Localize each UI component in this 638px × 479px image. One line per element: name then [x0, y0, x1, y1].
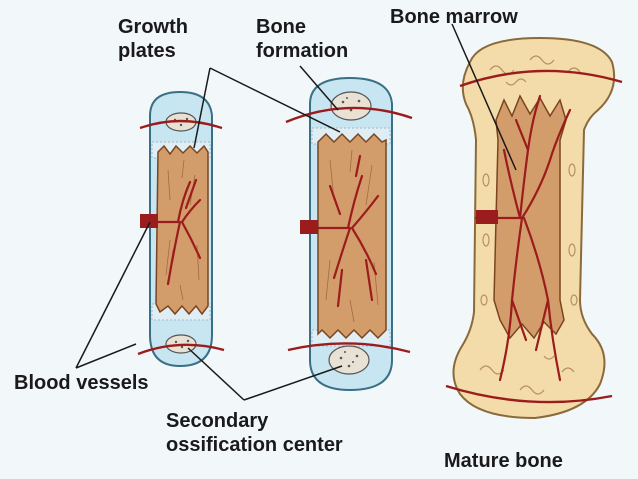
growing-bone-nutrient-vessel — [300, 220, 318, 234]
young-bone-epiphyseal-vessel-bottom — [137, 343, 225, 356]
blood-vessels-leader-1 — [75, 221, 151, 369]
growing-bone-epiphyseal-vessel-top — [285, 106, 413, 124]
growing-bone — [285, 76, 413, 392]
mature-bone-marrow-cavity — [493, 94, 567, 340]
secondary-ossification-label-line-1: Secondary — [166, 410, 269, 432]
secondary-ossification-leader-2 — [243, 365, 343, 401]
growing-bone-ossification-center-top — [330, 91, 372, 121]
bone-formation-label-line-2: formation — [256, 40, 349, 62]
secondary-ossification-label-line-2: ossification center — [166, 434, 343, 456]
growth-plates-label-line-1: Growth — [118, 16, 188, 38]
mature-bone-surface-vessel-bottom — [445, 384, 613, 404]
bone-marrow-label: Bone marrow — [390, 6, 518, 28]
young-bone-shaft — [155, 144, 209, 316]
young-bone-epiphyseal-vessel-top — [139, 119, 223, 130]
bone-formation-leader — [299, 65, 339, 111]
mature-bone-vessels — [474, 94, 572, 382]
mature-bone-surface-vessel-top — [459, 69, 623, 88]
leader-lines — [75, 23, 517, 401]
mature-bone-label: Mature bone — [444, 450, 563, 472]
growing-bone-shaft — [317, 132, 387, 340]
growth-plates-leader-2 — [209, 67, 341, 133]
growing-bone-epiphyseal-vessel-bottom — [287, 342, 411, 354]
mature-bone-nutrient-vessel — [476, 210, 498, 224]
growth-plates-leader-1 — [193, 67, 211, 149]
growing-bone-ossification-dots — [339, 97, 361, 368]
young-bone-vessels — [156, 178, 202, 286]
blood-vessels-label: Blood vessels — [14, 372, 149, 394]
blood-vessels-leader-2 — [75, 343, 137, 369]
secondary-ossification-leader-1 — [187, 347, 245, 401]
mature-bone — [445, 36, 623, 420]
young-bone-nutrient-vessel — [140, 214, 158, 228]
growing-bone-vessels — [316, 154, 380, 308]
bone-marrow-leader — [451, 23, 517, 171]
bone-formation-label-line-1: Bone — [256, 16, 306, 38]
young-bone — [137, 90, 225, 368]
growth-plates-label-line-2: plates — [118, 40, 176, 62]
growing-bone-ossification-center-bottom — [328, 345, 370, 375]
mature-bone-spongy-texture — [479, 55, 581, 395]
